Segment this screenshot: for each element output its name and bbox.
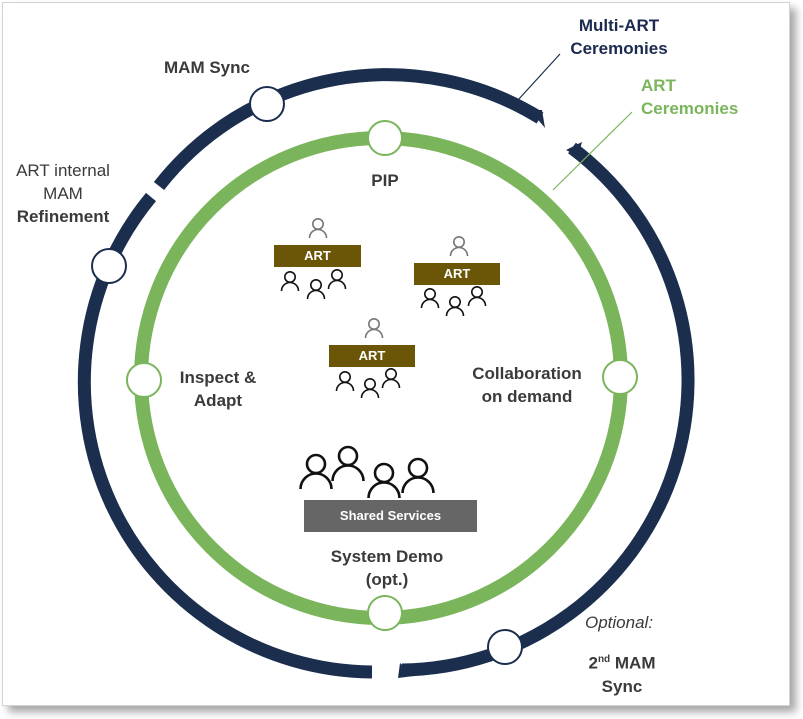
collab-line1: Collaboration <box>472 364 582 383</box>
person-icon <box>467 285 487 307</box>
multi-art-line2: Ceremonies <box>570 39 668 58</box>
art-team-1-label: ART <box>274 245 361 267</box>
person-icon <box>420 287 440 309</box>
person-icon <box>280 270 300 292</box>
milestone-circle-icon <box>602 359 638 395</box>
collab-line2: on demand <box>481 387 573 406</box>
person-icon <box>367 462 401 500</box>
second-sup: nd <box>597 654 611 665</box>
system-demo-line2: (opt.) <box>365 570 409 589</box>
pip-label: PIP <box>371 171 399 190</box>
arrowhead-right <box>566 142 582 156</box>
person-icon <box>449 236 469 257</box>
inspect-line2: Adapt <box>193 391 243 410</box>
collaboration-label: Collaboration on demand <box>462 362 592 408</box>
milestone-circle-icon <box>126 362 162 398</box>
outer-arc-top <box>153 68 544 191</box>
shared-services-label: Shared Services <box>304 500 477 532</box>
milestones <box>91 86 638 665</box>
person-icon <box>360 377 380 399</box>
multi-art-ceremonies-label: Multi-ART Ceremonies <box>560 14 678 60</box>
milestone-circle-icon <box>91 248 127 284</box>
second-rest: MAM <box>610 653 656 673</box>
person-icon <box>306 278 326 300</box>
milestone-circle-icon <box>367 595 403 631</box>
art-internal-line1: ART internal <box>16 161 110 180</box>
art-internal-line2: MAM <box>43 184 83 203</box>
art-ceremonies-line1: ART <box>641 76 676 95</box>
shared-services-people <box>299 445 435 500</box>
person-icon <box>445 295 465 317</box>
arrowhead-bottom <box>398 663 414 678</box>
outer-arrowheads <box>398 110 582 678</box>
person-icon <box>401 457 435 495</box>
person-icon <box>331 445 365 483</box>
person-icon <box>299 453 333 491</box>
art-team-3-label: ART <box>329 345 415 367</box>
milestone-circle-icon <box>487 629 523 665</box>
person-icon <box>335 370 355 392</box>
art-ceremonies-line2: Ceremonies <box>641 99 739 118</box>
inspect-line1: Inspect & <box>179 368 257 387</box>
person-icon <box>381 367 401 389</box>
second-mam-line1: 2nd MAM <box>574 648 670 675</box>
art-team-2-label: ART <box>414 263 500 285</box>
system-demo-label: System Demo (opt.) <box>318 545 456 591</box>
milestone-circle-icon <box>249 86 285 122</box>
person-icon <box>327 268 347 290</box>
outer-arc-left <box>77 192 373 679</box>
inspect-adapt-label: Inspect & Adapt <box>168 366 268 412</box>
second-mam-sync-label: 2nd MAM Sync <box>574 648 670 698</box>
second-num: 2 <box>588 653 598 673</box>
art-internal-label: ART internal MAM Refinement <box>6 159 120 228</box>
optional-label: Optional: <box>585 613 654 632</box>
art-ceremonies-label: ART Ceremonies <box>641 74 738 120</box>
mam-sync-label: MAM Sync <box>164 58 250 77</box>
art-ceremonies-pointer <box>552 111 633 191</box>
art-internal-line3: Refinement <box>16 207 110 226</box>
system-demo-line1: System Demo <box>330 547 444 566</box>
arrowhead-top <box>530 110 545 128</box>
multi-art-pointer <box>517 53 561 101</box>
person-icon <box>364 317 384 339</box>
second-mam-line2: Sync <box>601 676 643 696</box>
person-icon <box>308 218 328 239</box>
multi-art-line1: Multi-ART <box>578 16 660 35</box>
outer-arc-right <box>401 142 695 677</box>
milestone-circle-icon <box>367 120 403 156</box>
